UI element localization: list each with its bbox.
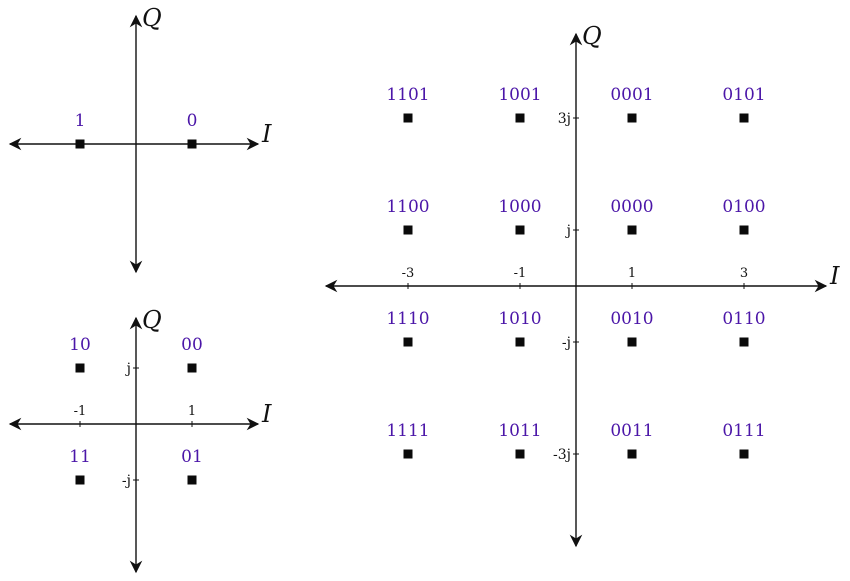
qam16-symbol-label: 0101: [722, 85, 765, 105]
qam16-symbol-label: 1000: [498, 197, 541, 217]
qpsk-x-tick-label: -1: [74, 404, 87, 419]
qam16-constellation-point: [515, 337, 525, 347]
qam16-y-tick-label: 3j: [558, 111, 571, 127]
qam16-x-tick-label: -3: [402, 266, 415, 281]
qpsk-y-tick-label: j: [125, 361, 131, 377]
qam16-constellation-point: [627, 113, 637, 123]
qam16-symbol-label: 1100: [386, 197, 429, 217]
qam16-constellation-point: [515, 113, 525, 123]
bpsk-constellation-point: [75, 139, 85, 149]
qam16-constellation-point: [627, 225, 637, 235]
qpsk-symbol-label: 10: [69, 335, 91, 355]
qam16-constellation-point: [515, 449, 525, 459]
qam16-constellation-point: [739, 113, 749, 123]
qam16-symbol-label: 1110: [386, 309, 429, 329]
qam16-constellation-point: [515, 225, 525, 235]
qam16-constellation-point: [739, 337, 749, 347]
qpsk-symbol-label: 00: [181, 335, 203, 355]
qam16-symbol-label: 1001: [498, 85, 541, 105]
qam16-constellation-point: [403, 337, 413, 347]
qam16-symbol-label: 0011: [610, 421, 653, 441]
qam16-y-tick-label: -j: [562, 335, 571, 351]
bpsk-q-axis-label: Q: [142, 4, 162, 32]
qam16-symbol-label: 0111: [722, 421, 765, 441]
qam16-constellation-point: [739, 449, 749, 459]
qam16-x-tick-label: -1: [514, 266, 527, 281]
qam16-constellation-point: [403, 113, 413, 123]
qam16-constellation-point: [739, 225, 749, 235]
bpsk-constellation-point: [187, 139, 197, 149]
qam16-symbol-label: 0000: [610, 197, 653, 217]
qpsk-symbol-label: 11: [69, 447, 91, 467]
qam16-q-axis-label: Q: [582, 22, 602, 50]
qpsk-constellation-point: [75, 363, 85, 373]
qam16-i-axis-label: I: [829, 262, 840, 290]
qam16-symbol-label: 0110: [722, 309, 765, 329]
qam16-symbol-label: 1111: [386, 421, 429, 441]
qpsk-i-axis-label: I: [261, 400, 272, 428]
qpsk-constellation-point: [187, 363, 197, 373]
bpsk-symbol-label: 0: [187, 111, 198, 131]
qam16-constellation-point: [627, 449, 637, 459]
qpsk-symbol-label: 01: [181, 447, 203, 467]
qam16-symbol-label: 1101: [386, 85, 429, 105]
qpsk-diagram: I Q -1 1 j -j 10 00 11 01: [8, 306, 272, 574]
qam16-diagram: I Q -3 -1 1 3 3j j -j -3j 1101 1001 0001 0101 1100 1000…: [324, 22, 840, 548]
qpsk-x-tick-label: 1: [188, 404, 196, 419]
qam16-symbol-label: 1011: [498, 421, 541, 441]
qam16-constellation-point: [403, 449, 413, 459]
qam16-symbol-label: 1010: [498, 309, 541, 329]
qpsk-y-tick-label: -j: [122, 473, 131, 489]
qam16-y-tick-label: j: [565, 223, 571, 239]
qpsk-constellation-point: [187, 475, 197, 485]
bpsk-i-axis-label: I: [261, 120, 272, 148]
qam16-symbol-label: 0001: [610, 85, 653, 105]
qpsk-q-axis-label: Q: [142, 306, 162, 334]
qam16-constellation-point: [627, 337, 637, 347]
qam16-symbol-label: 0010: [610, 309, 653, 329]
qam16-x-tick-label: 3: [740, 266, 748, 281]
bpsk-symbol-label: 1: [75, 111, 86, 131]
qam16-symbol-label: 0100: [722, 197, 765, 217]
bpsk-diagram: I Q 1 0: [8, 4, 272, 274]
qam16-constellation-point: [403, 225, 413, 235]
qpsk-constellation-point: [75, 475, 85, 485]
qam16-y-tick-label: -3j: [553, 447, 571, 463]
qam16-x-tick-label: 1: [628, 266, 636, 281]
